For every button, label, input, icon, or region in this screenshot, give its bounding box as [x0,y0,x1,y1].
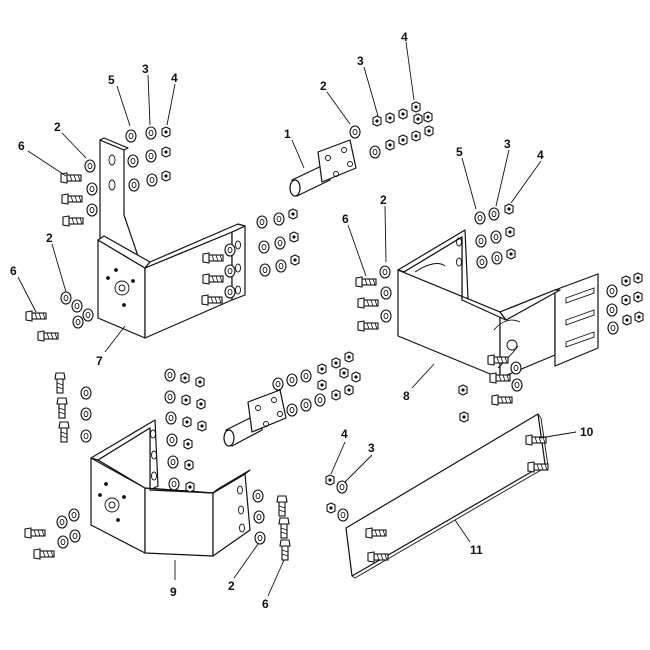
label-7: 7 [96,354,103,368]
fasteners-11 [325,474,349,522]
label-6: 6 [18,139,25,153]
label-2: 2 [46,231,53,245]
label-2: 2 [380,193,387,207]
label-4: 4 [537,148,544,162]
label-8: 8 [403,389,410,403]
label-6: 6 [10,264,17,278]
fasteners-7-left [25,291,94,342]
label-4: 4 [341,427,348,441]
label-4: 4 [171,71,178,85]
bracket-9 [90,419,251,557]
label-5: 5 [108,73,115,87]
shaft-lower [223,389,287,447]
bracket-8 [397,229,599,379]
fasteners-shaft-lower [272,351,361,417]
label-6: 6 [342,212,349,226]
label-1: 1 [284,127,291,141]
label-6: 6 [262,597,269,611]
shaft-1 [289,139,357,197]
fasteners-1 [349,101,434,159]
label-3: 3 [142,62,149,76]
label-5: 5 [456,145,463,159]
label-9: 9 [170,585,177,599]
label-2: 2 [54,120,61,134]
label-2: 2 [320,79,327,93]
leader-lines [17,41,577,597]
label-3: 3 [368,441,375,455]
fasteners-8-right [606,272,644,335]
label-10: 10 [580,425,594,439]
label-3: 3 [357,54,364,68]
label-4: 4 [401,30,408,44]
bracket-7 [97,137,246,339]
label-11: 11 [470,543,483,557]
label-3: 3 [504,137,511,151]
label-2: 2 [228,579,235,593]
callout-labels: 1 2 3 4 5 3 4 2 6 2 6 7 5 3 4 2 6 8 10 1… [10,30,594,611]
plate-11 [345,413,549,579]
